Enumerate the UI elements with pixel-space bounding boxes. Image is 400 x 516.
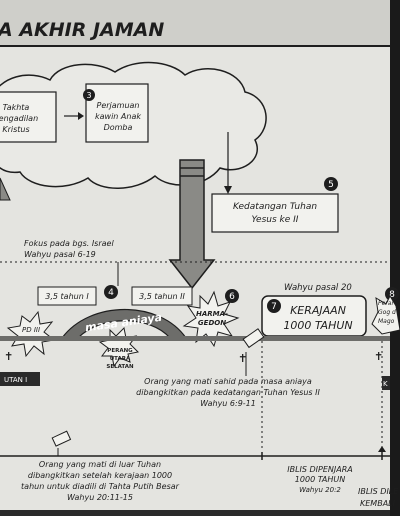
cross-icon-right: ✝ (374, 350, 383, 363)
page-title: A AKHIR JAMAN (0, 19, 164, 41)
martyrs-line-1: Orang yang mati sahid pada masa aniaya (144, 377, 312, 386)
israel-focus-line-2: Wahyu pasal 6-19 (24, 250, 96, 259)
gog-magog-number-badge (385, 287, 399, 301)
martyrs-line-2: dibangkitkan pada kedatangan Tuhan Yesus… (136, 388, 320, 397)
feast-box (85, 83, 149, 143)
cloud-to-coming-arrowhead (224, 186, 232, 194)
first-half-box (37, 286, 97, 306)
north-south-war-line-2: UTARA (110, 356, 131, 362)
judgment-line-1: Orang yang mati di luar Tuhan (39, 460, 161, 469)
martyrs-line-3: Wahyu 6:9-11 (200, 399, 256, 408)
feast-line-1: Perjamuan (97, 101, 140, 110)
judgment-line-3: tahun untuk diadili di Tahta Putih Besar (21, 482, 180, 491)
israel-focus-line-1: Fokus pada bgs. Israel (24, 239, 114, 248)
north-south-war-line-3: SELATAN (106, 364, 134, 370)
prison-line-1: IBLIS DIPENJARA (287, 465, 353, 474)
cross-icon-left: ✝ (4, 350, 13, 363)
second-coming-number-badge (324, 177, 338, 191)
prison-line-2: 1000 TAHUN (295, 475, 345, 484)
armageddon-line-2: GEDON (198, 319, 226, 327)
gog-magog-line-3: Mago (378, 318, 395, 325)
header-band (0, 0, 390, 46)
left-tag (0, 372, 40, 386)
gog-magog-line-1: Perar (378, 300, 394, 307)
tomb-icon-bottom (51, 430, 72, 447)
release-line-1: IBLIS DILE (358, 487, 399, 496)
kingdom-line-2: 1000 TAHUN (283, 319, 352, 332)
kingdom-ref: Wahyu pasal 20 (284, 283, 352, 293)
second-coming-line-1: Kedatangan Tuhan (233, 202, 317, 212)
prison-line-3: Wahyu 20:2 (299, 486, 341, 494)
left-arrow-fragment (0, 177, 11, 201)
throne-line-2: Pengadilan (0, 114, 38, 123)
release-arrowhead (378, 446, 386, 452)
judgment-line-4: Wahyu 20:11-15 (67, 493, 133, 502)
second-coming-box (211, 193, 339, 233)
gog-magog-starburst (371, 294, 400, 335)
right-tag (382, 376, 390, 390)
second-coming-line-2: Yesus ke II (252, 215, 299, 225)
armageddon-line-1: HARMA- (196, 310, 228, 318)
throne-to-feast-arrowhead (78, 112, 84, 120)
release-line-2: KEMBALI (360, 499, 396, 508)
first-half-label: 3,5 tahun I (45, 292, 89, 301)
right-edge-shadow (390, 0, 400, 516)
right-tag-label: K (383, 380, 388, 388)
armageddon-number: 6 (229, 292, 235, 302)
ww3-label: PD III (22, 326, 40, 334)
second-coming-number: 5 (328, 180, 334, 190)
kingdom-line-1: KERAJAAN (290, 304, 346, 317)
gog-magog-number: 8 (389, 290, 395, 300)
kingdom-number: 7 (271, 302, 277, 312)
feast-number-badge (83, 89, 95, 101)
feast-line-3: Domba (104, 123, 133, 132)
throne-line-3: Kristus (2, 125, 29, 134)
armageddon-starburst (182, 290, 240, 348)
armageddon-number-badge (225, 289, 239, 303)
gog-magog-line-2: Gog d (378, 309, 396, 316)
second-half-label: 3,5 tahun II (139, 292, 185, 301)
ww3-starburst (6, 310, 56, 358)
throne-box (0, 91, 57, 143)
left-tag-label: UTAN I (4, 376, 27, 384)
main-timeline (0, 336, 390, 341)
throne-line-1: Takhta (3, 103, 30, 112)
judgment-line-2: dibangkitkan setelah kerajaan 1000 (28, 471, 172, 480)
tribulation-number-badge (104, 285, 118, 299)
tomb-icon-mid (242, 328, 265, 349)
feast-number: 3 (86, 91, 91, 100)
feast-line-2: kawin Anak (95, 112, 141, 121)
tribulation-number: 4 (108, 288, 114, 298)
kingdom-number-badge (267, 299, 281, 313)
second-half-box (131, 286, 193, 306)
north-south-war-line-1: PERANG (107, 348, 133, 354)
cross-icon-mid: ✝ (238, 352, 247, 365)
